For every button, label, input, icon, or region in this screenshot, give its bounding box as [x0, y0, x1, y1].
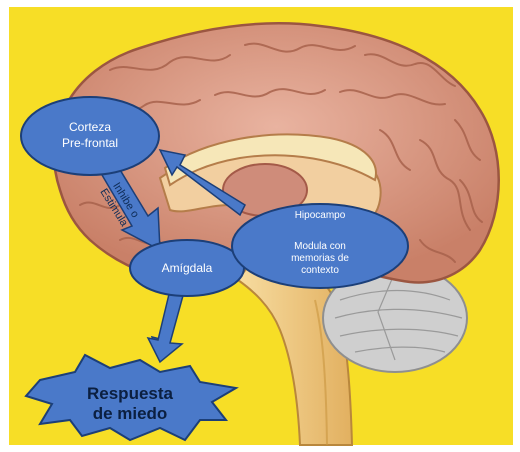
hippocampus-title: Hipocampo — [295, 210, 346, 221]
hippocampus-text-line3: contexto — [301, 265, 339, 276]
fear-response-label-line2: de miedo — [93, 404, 168, 423]
amygdala-node: Amígdala — [130, 240, 244, 296]
prefrontal-cortex-label-line1: Corteza — [69, 120, 111, 134]
fear-response-label-line1: Respuesta — [87, 384, 174, 403]
hippocampus-node: Hipocampo Modula con memorias de context… — [232, 204, 408, 288]
prefrontal-cortex-label-line2: Pre-frontal — [62, 136, 118, 150]
prefrontal-cortex-node: Corteza Pre-frontal — [21, 97, 159, 175]
hippocampus-text-line2: memorias de — [291, 253, 349, 264]
amygdala-label: Amígdala — [162, 261, 213, 275]
hippocampus-text-line1: Modula con — [294, 241, 346, 252]
